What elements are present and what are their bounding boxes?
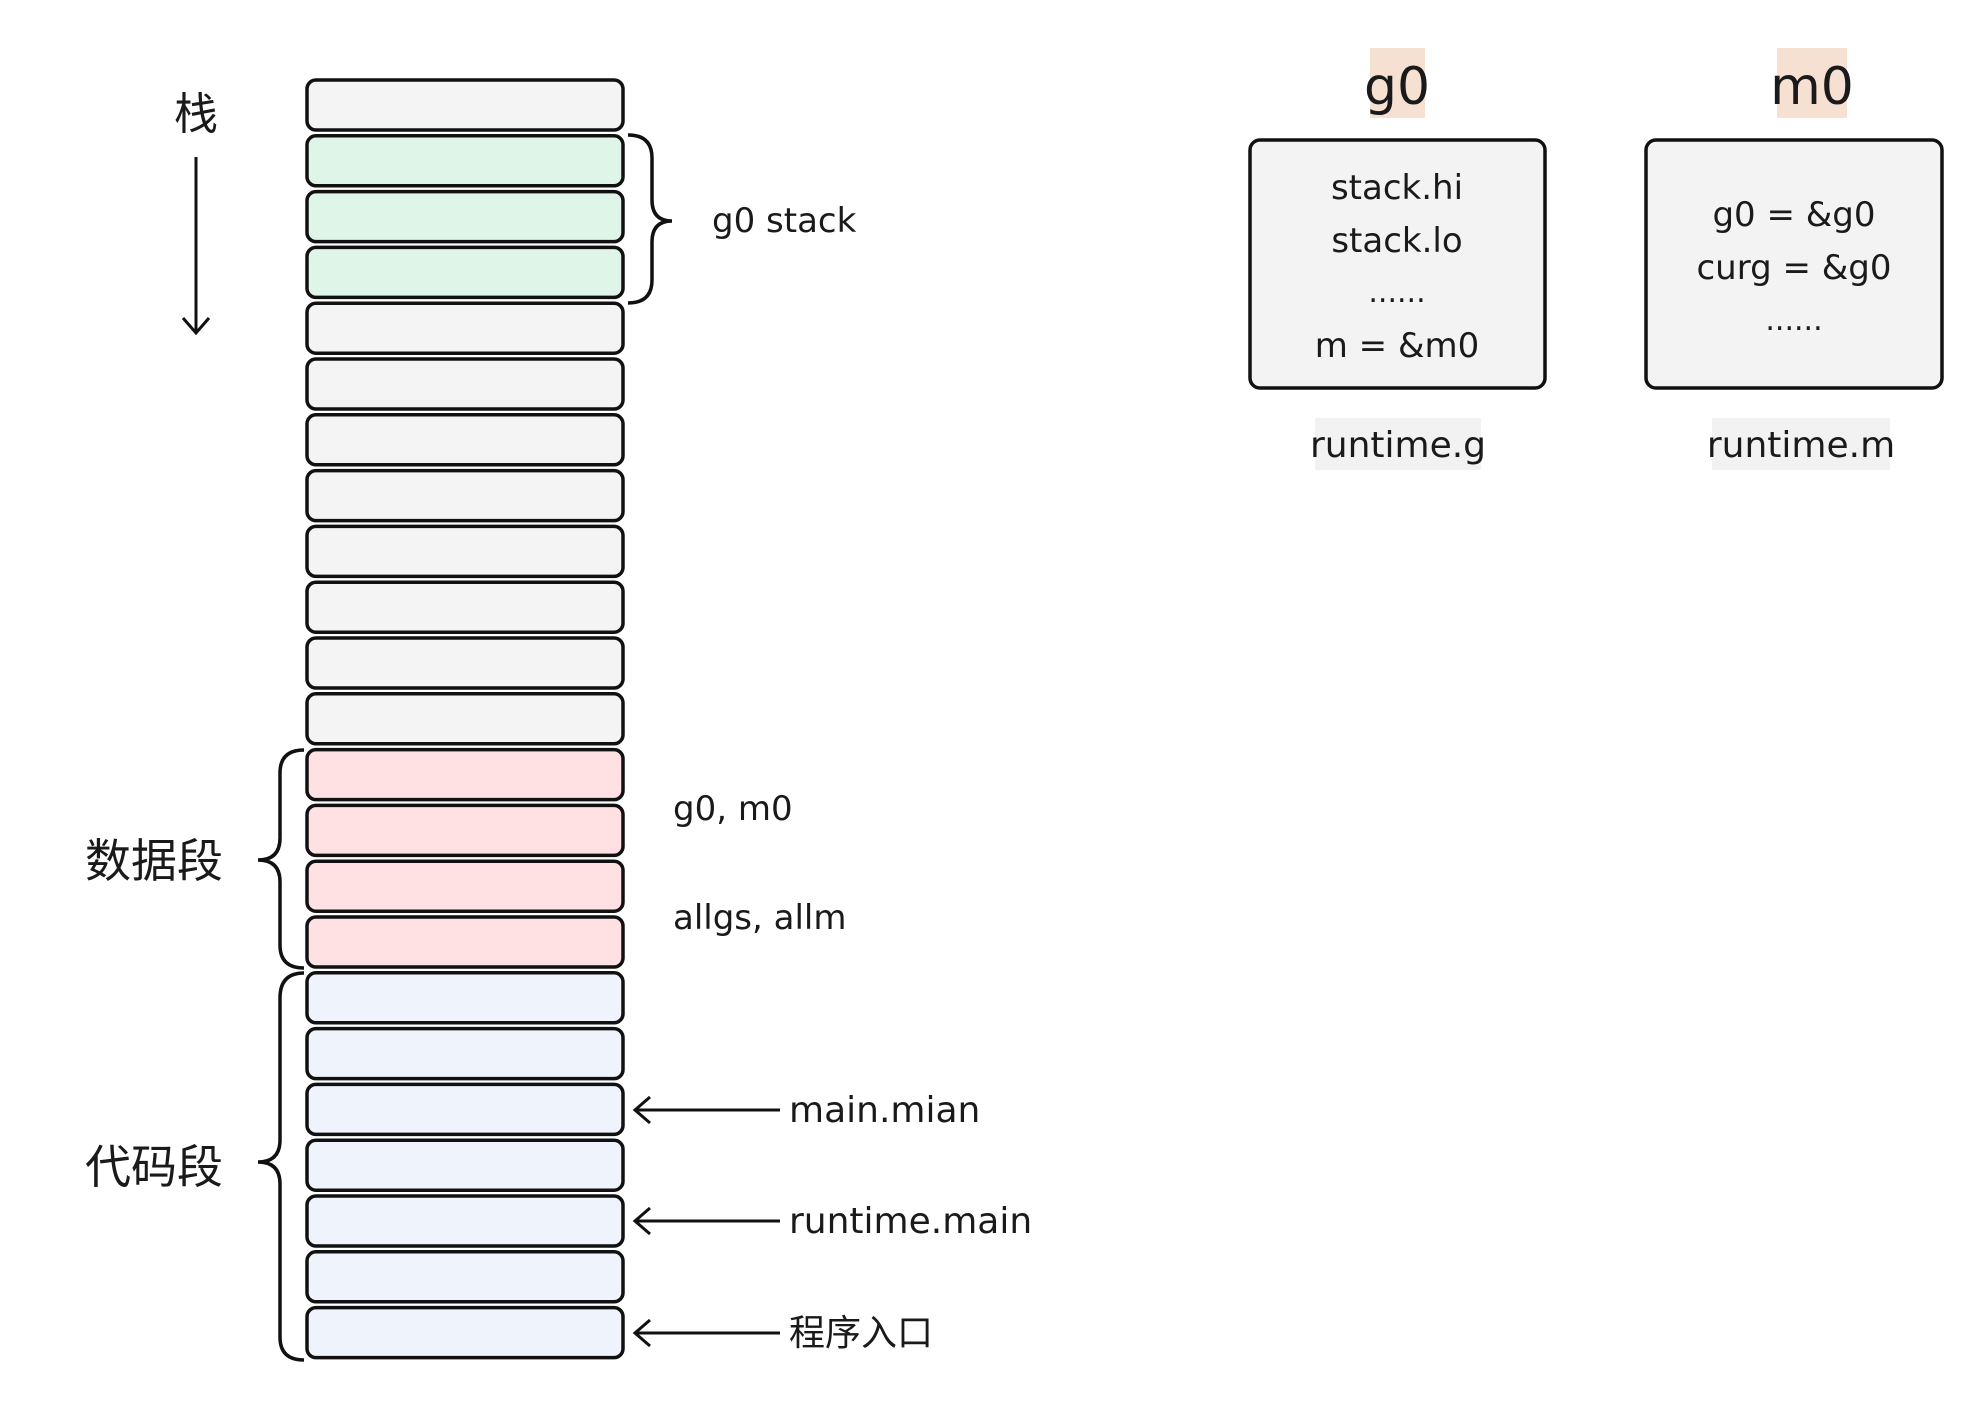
code-segment-label: 代码段 (85, 1140, 223, 1194)
struct-field: stack.lo (1331, 221, 1462, 261)
memory-cell-g0-stack (305, 245, 625, 300)
m0-title-highlight (1777, 48, 1847, 118)
memory-cell-code (305, 1082, 625, 1137)
g0-type-caption-bg (1315, 418, 1481, 470)
code-pointer-label: main.mian (789, 1090, 980, 1131)
memory-cell-code (305, 1138, 625, 1192)
memory-cell-data (305, 747, 625, 802)
m0-struct-title: m0 (1770, 57, 1854, 117)
data-segment-brace-icon (257, 748, 305, 970)
memory-cell-stack (305, 413, 625, 467)
memory-cell-stack (305, 692, 625, 746)
memory-cell-code (305, 1305, 625, 1360)
memory-cell-stack (305, 580, 625, 634)
struct-field: ...... (1368, 275, 1425, 310)
g0-title-highlight (1370, 48, 1425, 118)
memory-cell-code (305, 971, 625, 1025)
stack-label: 栈 (174, 89, 218, 140)
stack-growth-arrow-icon (181, 157, 211, 336)
struct-field: m = &m0 (1315, 326, 1480, 366)
memory-cell-stack (305, 468, 625, 523)
memory-cell-stack (305, 78, 625, 132)
code-pointer-label: runtime.main (789, 1201, 1032, 1242)
code-pointer-label: 程序入口 (789, 1313, 933, 1354)
memory-cell-data (305, 915, 625, 969)
memory-cell-code (305, 1250, 625, 1304)
pointer-arrow-icon (632, 1206, 780, 1236)
data-note: g0, m0 (673, 789, 793, 829)
data-note: allgs, allm (673, 898, 847, 938)
g0-stack-label: g0 stack (712, 201, 857, 241)
memory-cell-code (305, 1194, 625, 1248)
struct-field: g0 = &g0 (1712, 195, 1875, 235)
memory-cells (305, 78, 625, 1360)
g0-stack-brace-icon (627, 133, 673, 305)
struct-field: ...... (1765, 303, 1822, 338)
m0-struct-box (1644, 138, 1944, 390)
code-segment-brace-icon (257, 971, 305, 1362)
struct-field: curg = &g0 (1696, 248, 1891, 288)
g0-struct: g0 stack.hi stack.lo ...... m = &m0 runt… (1248, 48, 1547, 470)
m0-struct: m0 g0 = &g0 curg = &g0 ...... runtime.m (1644, 48, 1944, 470)
memory-cell-stack (305, 636, 625, 690)
memory-cell-stack (305, 524, 625, 579)
struct-field: stack.hi (1331, 168, 1463, 208)
memory-cell-stack (305, 357, 625, 411)
memory-cell-g0-stack (305, 134, 625, 188)
memory-cell-g0-stack (305, 189, 625, 244)
pointer-arrow-icon (632, 1095, 780, 1125)
pointer-arrow-icon (632, 1318, 780, 1348)
g0-struct-title: g0 (1364, 57, 1430, 117)
g0-struct-box (1248, 138, 1547, 390)
memory-cell-data (305, 803, 625, 858)
memory-cell-data (305, 859, 625, 913)
data-segment-label: 数据段 (85, 834, 223, 888)
m0-type-caption: runtime.m (1707, 425, 1895, 466)
memory-cell-stack (305, 301, 625, 355)
m0-type-caption-bg (1712, 418, 1890, 470)
g0-type-caption: runtime.g (1310, 425, 1486, 466)
memory-cell-code (305, 1026, 625, 1081)
